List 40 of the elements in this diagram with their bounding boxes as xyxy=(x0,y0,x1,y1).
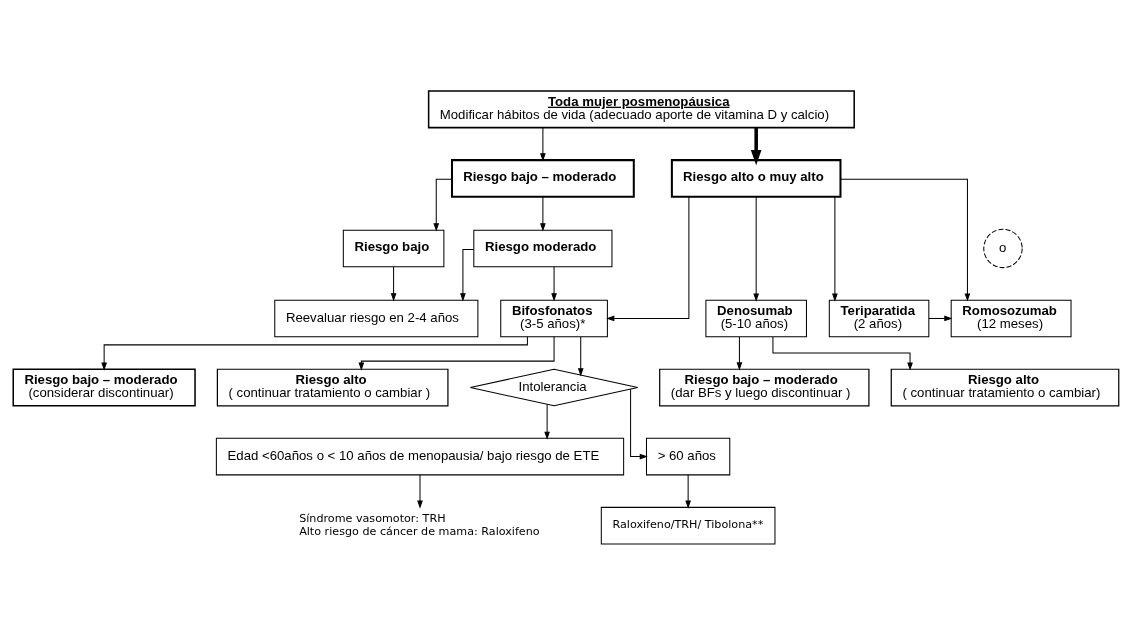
arrow xyxy=(540,195,546,231)
arrow xyxy=(832,195,838,302)
node-box: Toda mujer posmenopáusica Modificar hábitos de vida (adecuado aporte de vitamina D y calcio) xyxy=(427,89,855,128)
node-box: Riesgo bajo – moderado xyxy=(450,158,635,198)
node-box: Bifosfonatos (3-5 años)* xyxy=(500,299,608,337)
node-box: Riesgo alto ( continuar tratamiento o cambiar ) xyxy=(216,368,449,406)
arrow xyxy=(736,335,743,370)
node-box: Edad <60años o < 10 años de menopausia/ bajo riesgo de ETE xyxy=(215,437,625,475)
arrow xyxy=(606,195,690,321)
arrow xyxy=(540,126,546,161)
node-text: Síndrome vasomotor: TRH Alto riesgo de cáncer de mama: Raloxifeno xyxy=(299,511,540,538)
arrow xyxy=(685,474,691,509)
node-box: Reevaluar riesgo en 2-4 años xyxy=(274,299,479,337)
arrow xyxy=(101,335,528,371)
arrow xyxy=(750,127,762,165)
arrow xyxy=(928,315,953,321)
node-box: Riesgo alto o muy alto xyxy=(670,158,842,198)
node-box: Riesgo moderado xyxy=(473,229,613,267)
arrow xyxy=(753,195,760,302)
arrow xyxy=(358,335,555,371)
arrow xyxy=(390,265,397,301)
node-box: Raloxifeno/TRH/ Tibolona** xyxy=(600,506,776,544)
arrow xyxy=(840,178,971,302)
node-box: Riesgo bajo xyxy=(342,229,445,267)
arrow xyxy=(433,178,453,231)
arrow xyxy=(544,403,550,440)
node-box: > 60 años xyxy=(646,437,731,475)
node-box: Riesgo bajo – moderado (considerar discontinuar) xyxy=(12,368,196,407)
arrow xyxy=(630,388,648,459)
arrow xyxy=(772,335,913,371)
node-box: Riesgo bajo – moderado (dar BFs y luego discontinuar ) xyxy=(659,368,870,406)
node-box: Teriparatida (2 años) xyxy=(828,299,930,337)
node-box: Romosozumab (12 meses) xyxy=(950,299,1072,337)
arrow xyxy=(577,335,584,376)
node-circle: o xyxy=(983,228,1023,268)
arrow xyxy=(551,265,557,301)
arrow xyxy=(460,248,475,301)
node-box: Denosumab (5-10 años) xyxy=(705,299,807,337)
node-box: Riesgo alto ( continuar tratamiento o cambiar) xyxy=(890,368,1120,406)
arrow xyxy=(417,474,423,509)
